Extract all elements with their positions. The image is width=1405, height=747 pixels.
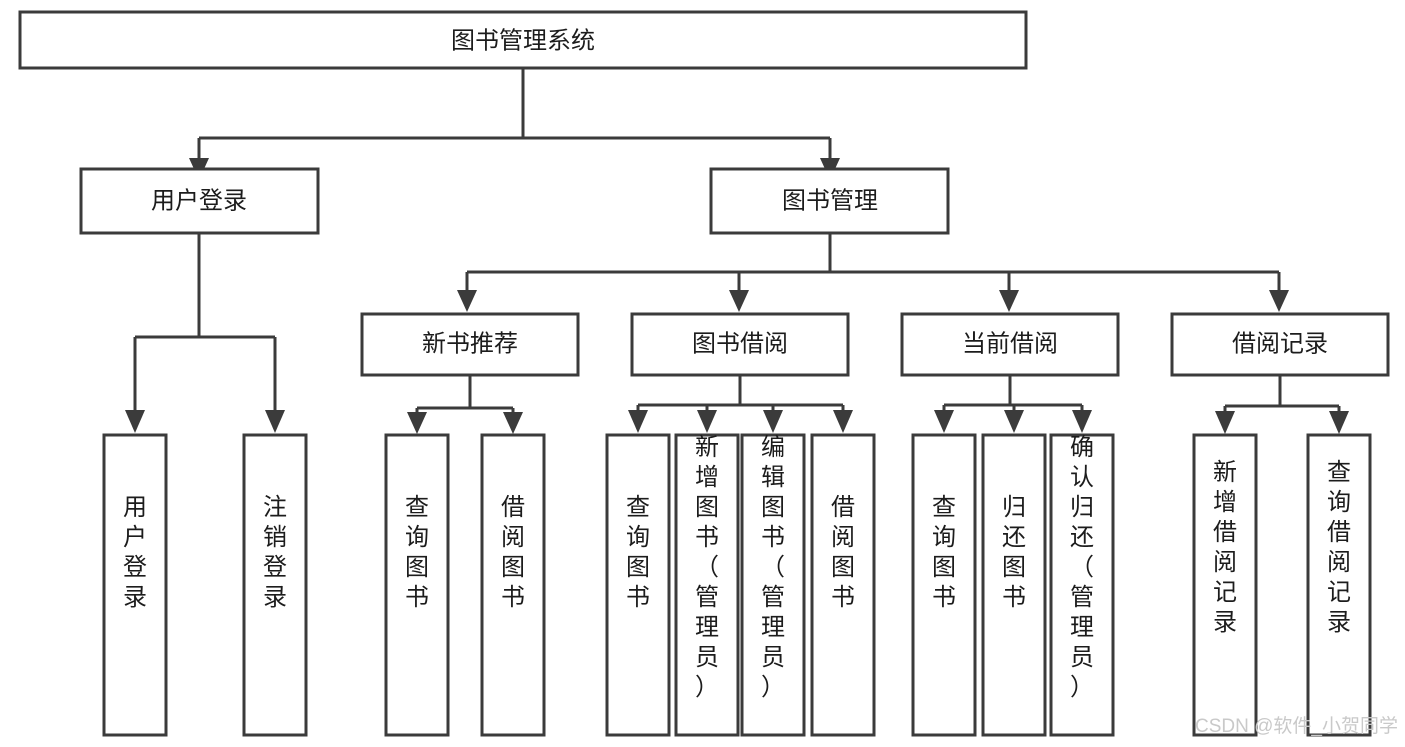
node-current-borrow-box[interactable]	[900, 312, 1120, 377]
node-leaf-logout-login[interactable]: 注销登录	[242, 433, 308, 737]
node-leaf-query-book-1-label: 查询图书	[405, 494, 429, 611]
node-current-borrow-label: 当前借阅	[962, 330, 1058, 357]
node-leaf-borrow-book-1[interactable]: 借阅图书	[480, 433, 546, 737]
node-leaf-edit-book-box[interactable]	[740, 433, 806, 737]
node-leaf-user-login-label: 用户登录	[123, 494, 147, 611]
node-root-box[interactable]	[18, 10, 1028, 70]
node-user-login-box[interactable]	[79, 167, 320, 235]
node-leaf-confirm-return-label: 确认归还（管理员）	[1070, 434, 1094, 701]
node-book-borrow[interactable]: 图书借阅	[630, 312, 850, 377]
node-leaf-query-record-label: 查询借阅记录	[1327, 459, 1351, 636]
node-leaf-return-book-label: 归还图书	[1002, 494, 1026, 611]
arrow-head-current-borrow	[999, 290, 1019, 312]
arrow-head-leaf-query-book-1	[407, 412, 427, 434]
connector-root-to-level2	[197, 68, 832, 160]
node-leaf-query-book-2-label: 查询图书	[626, 494, 650, 611]
node-leaf-logout-login-box[interactable]	[242, 433, 308, 737]
node-leaf-user-login-box[interactable]	[102, 433, 168, 737]
arrow-head-leaf-add-book	[697, 410, 717, 433]
node-leaf-return-book-box[interactable]	[981, 433, 1047, 737]
node-leaf-add-record-box[interactable]	[1192, 433, 1258, 737]
node-current-borrow[interactable]: 当前借阅	[900, 312, 1120, 377]
arrow-head-leaf-add-record	[1215, 411, 1235, 434]
node-new-book-recommend-label: 新书推荐	[422, 330, 518, 357]
arrow-head-borrow-record	[1269, 290, 1289, 312]
node-leaf-borrow-book-1-label: 借阅图书	[501, 494, 525, 611]
node-leaf-query-book-3[interactable]: 查询图书	[911, 433, 977, 737]
node-leaf-query-book-1[interactable]: 查询图书	[384, 433, 450, 737]
arrow-head-leaf-query-book-3	[934, 410, 954, 433]
node-leaf-borrow-book-2-label: 借阅图书	[831, 494, 855, 611]
node-borrow-record-label: 借阅记录	[1232, 330, 1328, 357]
connector-layer	[125, 68, 1349, 434]
node-leaf-return-book[interactable]: 归还图书	[981, 433, 1047, 737]
node-leaf-edit-book-label: 编辑图书（管理员）	[761, 434, 785, 701]
node-leaf-borrow-book-2-box[interactable]	[810, 433, 876, 737]
connector-newbook-to-leaves	[415, 375, 515, 414]
node-leaf-query-record-box[interactable]	[1306, 433, 1372, 737]
connector-bookborrow-to-leaves	[636, 375, 845, 412]
node-borrow-record[interactable]: 借阅记录	[1170, 312, 1390, 377]
node-leaf-edit-book[interactable]: 编辑图书（管理员）	[740, 433, 806, 737]
node-leaf-query-record[interactable]: 查询借阅记录	[1306, 433, 1372, 737]
csdn-watermark: CSDN @软件_小贺同学	[1195, 715, 1398, 737]
node-leaf-borrow-book-2[interactable]: 借阅图书	[810, 433, 876, 737]
arrow-head-new-book-recommend	[457, 290, 477, 312]
node-new-book-recommend[interactable]: 新书推荐	[360, 312, 580, 377]
node-borrow-record-box[interactable]	[1170, 312, 1390, 377]
node-book-manage-label: 图书管理	[782, 187, 878, 214]
connector-userlogin-to-leaves	[133, 233, 277, 412]
arrow-head-leaf-borrow-book-2	[833, 410, 853, 433]
node-leaf-logout-login-label: 注销登录	[263, 494, 287, 611]
node-book-manage[interactable]: 图书管理	[709, 167, 950, 235]
node-leaf-add-book[interactable]: 新增图书（管理员）	[674, 433, 740, 737]
arrow-head-leaf-query-book-2	[628, 410, 648, 433]
node-leaf-add-record[interactable]: 新增借阅记录	[1192, 433, 1258, 737]
node-leaf-add-record-label: 新增借阅记录	[1213, 459, 1237, 636]
arrow-head-leaf-query-record	[1329, 411, 1349, 434]
node-book-borrow-label: 图书借阅	[692, 330, 788, 357]
node-leaf-query-book-2[interactable]: 查询图书	[605, 433, 671, 737]
node-leaf-query-book-3-box[interactable]	[911, 433, 977, 737]
node-leaf-add-book-label: 新增图书（管理员）	[695, 434, 719, 701]
node-leaf-add-book-box[interactable]	[674, 433, 740, 737]
node-user-login[interactable]: 用户登录	[79, 167, 320, 235]
arrow-head-leaf-edit-book	[763, 410, 783, 433]
node-root[interactable]: 图书管理系统	[18, 10, 1028, 70]
connector-bookmanage-to-level3	[465, 233, 1281, 292]
node-new-book-recommend-box[interactable]	[360, 312, 580, 377]
node-leaf-query-book-1-box[interactable]	[384, 433, 450, 737]
arrow-head-leaf-confirm-return	[1072, 410, 1092, 433]
node-leaf-confirm-return-box[interactable]	[1049, 433, 1115, 737]
arrow-head-leaf-borrow-book-1	[503, 412, 523, 434]
arrow-head-leaf-return-book	[1004, 410, 1024, 433]
arrow-head-leaf-user-login	[125, 410, 145, 433]
node-leaf-query-book-2-box[interactable]	[605, 433, 671, 737]
node-root-label: 图书管理系统	[451, 27, 595, 54]
arrow-head-leaf-logout-login	[265, 410, 285, 433]
node-book-borrow-box[interactable]	[630, 312, 850, 377]
node-book-manage-box[interactable]	[709, 167, 950, 235]
node-leaf-user-login[interactable]: 用户登录	[102, 433, 168, 737]
node-leaf-confirm-return[interactable]: 确认归还（管理员）	[1049, 433, 1115, 737]
node-user-login-label: 用户登录	[151, 187, 247, 214]
connector-borrowrecord-to-leaves	[1223, 375, 1341, 413]
arrow-head-book-borrow	[729, 290, 749, 312]
connector-currentborrow-to-leaves	[942, 375, 1084, 412]
node-leaf-query-book-3-label: 查询图书	[932, 494, 956, 611]
node-leaf-borrow-book-1-box[interactable]	[480, 433, 546, 737]
